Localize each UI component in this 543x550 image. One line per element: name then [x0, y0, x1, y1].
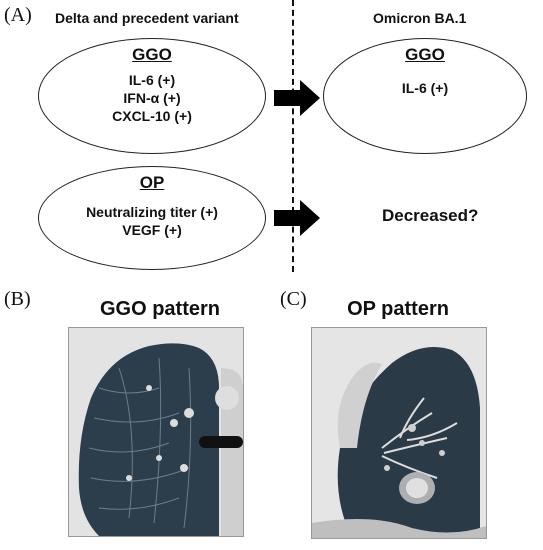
left-column-header: Delta and precedent variant: [55, 10, 239, 26]
panel-b-label: (B): [4, 288, 31, 310]
panel-c-label: (C): [280, 288, 307, 310]
arrow-right-icon: [274, 80, 320, 116]
op-left-line-2: VEGF (+): [122, 222, 182, 238]
dashed-divider: [292, 0, 294, 272]
right-column-header: Omicron BA.1: [373, 10, 467, 26]
panel-b-title: GGO pattern: [99, 298, 220, 320]
op-left-title: OP: [139, 173, 165, 192]
panel-a-label: (A): [4, 4, 32, 26]
op-left-ellipse: OP Neutralizing titer (+) VEGF (+): [38, 166, 266, 270]
panel-c-title: OP pattern: [347, 298, 449, 320]
ggo-right-line-1: IL-6 (+): [401, 80, 449, 96]
ggo-right-title: GGO: [405, 45, 445, 64]
ggo-left-line-2: IFN-α (+): [123, 90, 181, 106]
op-right-text: Decreased?: [382, 206, 479, 225]
ggo-left-line-1: IL-6 (+): [128, 72, 176, 88]
ggo-ct-scan-image: [68, 327, 244, 537]
ggo-left-ellipse: GGO IL-6 (+) IFN-α (+) CXCL-10 (+): [38, 38, 266, 154]
op-left-line-1: Neutralizing titer (+): [86, 204, 218, 220]
op-ct-scan-image: [311, 327, 487, 539]
ggo-left-title: GGO: [132, 45, 172, 64]
ggo-right-ellipse: GGO IL-6 (+): [323, 38, 527, 154]
ggo-left-line-3: CXCL-10 (+): [112, 108, 192, 124]
arrow-right-icon: [274, 200, 320, 236]
